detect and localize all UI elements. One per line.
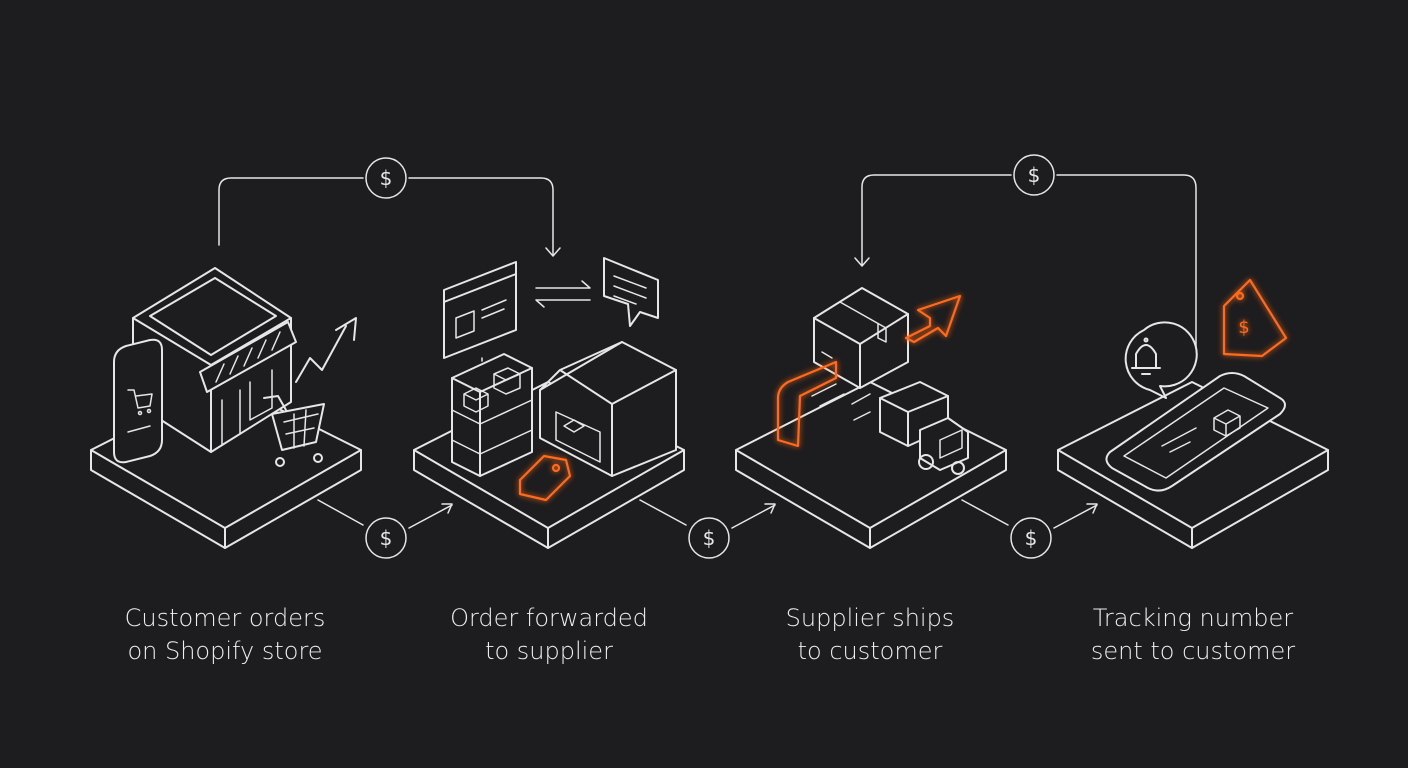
browser-window-icon <box>443 261 517 359</box>
caption-line: Order forwarded <box>450 604 648 632</box>
bell-icon <box>1124 321 1198 399</box>
caption-line: to customer <box>797 637 943 665</box>
step-4-caption: Tracking number sent to customer <box>1043 602 1343 668</box>
shipping-arrow-in-icon <box>776 360 838 448</box>
dollar-icon: $ <box>1013 154 1055 196</box>
delivery-truck-icon <box>879 381 969 475</box>
speed-lines-icon <box>811 383 871 421</box>
package-box-icon <box>813 287 909 389</box>
bottom-connector-3 <box>961 499 1098 529</box>
caption-line: Customer orders <box>124 604 326 632</box>
price-tag-icon <box>518 454 572 502</box>
svg-text:$: $ <box>1025 526 1038 550</box>
dollar-icon: $ <box>688 517 730 559</box>
dollar-icon: $ <box>1010 517 1052 559</box>
caption-line: Supplier ships <box>785 604 955 632</box>
smartphone-icon <box>1105 372 1286 492</box>
svg-text:$: $ <box>380 166 393 190</box>
svg-text:$: $ <box>380 526 393 550</box>
caption-line: sent to customer <box>1090 637 1296 665</box>
dollar-icon: $ <box>365 517 407 559</box>
warehouse-icon <box>539 341 677 477</box>
caption-line: Tracking number <box>1092 604 1294 632</box>
chat-bubble-icon <box>603 257 659 327</box>
shelf-icon <box>451 353 533 477</box>
trend-arrow-icon <box>295 317 357 383</box>
top-connector-1 <box>218 177 561 257</box>
top-connector-2 <box>854 174 1197 356</box>
shopping-cart-icon <box>263 395 325 467</box>
bottom-connector-2 <box>639 499 776 529</box>
step-2-caption: Order forwarded to supplier <box>399 602 699 668</box>
caption-line: on Shopify store <box>127 637 323 665</box>
step-1-caption: Customer orders on Shopify store <box>75 602 375 668</box>
caption-line: to supplier <box>485 637 613 665</box>
phone-cart-icon <box>113 338 163 464</box>
phone-package-icon <box>1161 409 1241 453</box>
svg-text:$: $ <box>703 526 716 550</box>
swap-arrows-icon <box>535 280 591 308</box>
bottom-connector-1 <box>317 499 453 529</box>
dollar-icon: $ <box>365 157 407 199</box>
platform-3 <box>735 381 1007 549</box>
svg-text:$: $ <box>1238 317 1249 338</box>
svg-text:$: $ <box>1028 163 1041 187</box>
shipping-arrow-out-icon <box>904 294 962 344</box>
price-tag-icon: $ <box>1222 278 1288 358</box>
step-3-caption: Supplier ships to customer <box>720 602 1020 668</box>
